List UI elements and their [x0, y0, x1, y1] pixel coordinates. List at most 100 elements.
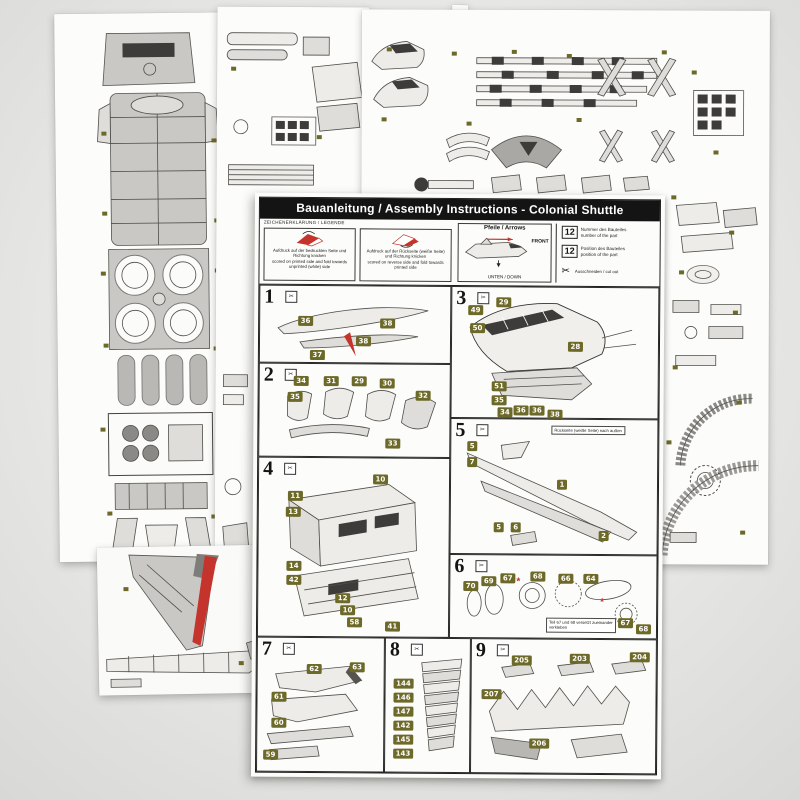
step-cut-icon: ✂	[477, 292, 490, 305]
fold-printed-text-de: Aufdruck auf der bedruckten Seite und Ri…	[272, 247, 347, 259]
part-badge: 38	[355, 336, 371, 347]
part-badge: 62	[306, 663, 322, 675]
part-badge: 5	[467, 441, 478, 452]
part-badge: 7	[467, 457, 478, 468]
part-badge: 144	[393, 678, 414, 689]
asterisk-marker: *	[600, 596, 605, 609]
part-badge: 147	[393, 706, 414, 717]
part-badge: 35	[287, 391, 303, 402]
step-1: 1 ✂ 36 38 38 37	[258, 284, 452, 364]
part-badge: 33	[385, 438, 401, 449]
legend-arrows: Pfeile / Arrows FRONT UNTEN / DOWN	[457, 222, 552, 283]
part-badge: 66	[558, 573, 574, 584]
step-cut-icon: ✂	[475, 560, 488, 573]
part-badge: 145	[393, 734, 413, 745]
step-cut-icon: ✂	[410, 643, 423, 656]
part-badge: 28	[567, 341, 583, 352]
fold-reverse-text-de: Aufdruck auf der Rückseite (weiße Seite)…	[366, 248, 445, 260]
part-badge: 1	[556, 479, 567, 490]
part-badge: 36	[529, 405, 545, 416]
part-badge: 67	[500, 573, 516, 584]
part-badge: 50	[470, 323, 485, 334]
part-badge: 49	[468, 305, 484, 316]
legend-fold-reverse: Aufdruck auf der Rückseite (weiße Seite)…	[359, 228, 452, 282]
legend-part-number: 12 Nummer des Bauteiles number of the pa…	[561, 225, 627, 239]
step-8-diagram	[421, 658, 463, 752]
step-5-note: Rückseite (weiße Seite) nach außen	[551, 425, 625, 436]
left-parts-sheet	[54, 11, 272, 563]
step-number: 1	[264, 285, 275, 308]
step-number: 5	[455, 418, 466, 442]
part-badge: 68	[635, 624, 651, 635]
legend-cutout: ✂ Ausschneiden / cut out	[561, 266, 620, 277]
part-badge: 142	[393, 720, 413, 731]
part-badge: 58	[347, 617, 362, 628]
step-9-diagram	[488, 659, 647, 761]
middle-sheet-illustration	[222, 32, 363, 552]
step-cut-icon: ✂	[496, 644, 509, 657]
instruction-sheet: Bauanleitung / Assembly Instructions - C…	[250, 192, 666, 780]
part-badge: 29	[496, 297, 512, 308]
fold-printed-text-en: scored on printed side and fold towards …	[272, 258, 348, 270]
part-badge: 63	[349, 662, 365, 673]
part-badge: 31	[323, 376, 339, 387]
part-number-label-en: number of the part	[580, 232, 618, 238]
left-sheet-illustration	[97, 32, 224, 556]
scissors-icon: ✂	[561, 265, 570, 277]
part-badge: 32	[415, 390, 431, 401]
step-number: 8	[389, 638, 400, 661]
part-badge: 203	[569, 653, 590, 664]
sheet-title: Bauanleitung / Assembly Instructions - C…	[259, 197, 660, 222]
step-cut-icon: ✂	[284, 462, 297, 475]
part-badge: 205	[511, 655, 532, 666]
part-badge: 69	[481, 576, 497, 587]
step-cut-icon: ✂	[285, 290, 298, 303]
part-position-label-en: position of the part	[580, 251, 618, 257]
part-badge: 11	[287, 490, 303, 501]
part-number-example: 12	[561, 225, 578, 239]
step-2: 2 ✂ 34 31 29 30 35 32 33	[258, 362, 451, 458]
steps-area: 1 ✂ 36 38 38 37 2 ✂ 34 31 29 30 35 32 33	[256, 284, 660, 775]
part-badge: 207	[481, 689, 502, 700]
part-badge: 6	[510, 522, 521, 533]
legend-divider	[555, 223, 557, 283]
part-badge: 60	[271, 717, 287, 728]
part-badge: 36	[298, 315, 313, 326]
right-sheet-illustration	[371, 41, 759, 556]
front-label: FRONT	[531, 238, 549, 245]
part-badge: 146	[393, 692, 414, 703]
middle-parts-sheet	[214, 6, 370, 564]
legend-caption: ZEICHENERKLÄRUNG / LEGENDE	[263, 219, 345, 226]
step-cut-icon: ✂	[476, 424, 489, 437]
part-badge: 70	[463, 581, 479, 592]
step-9: 9 ✂ 205 203 204 207 206	[469, 638, 657, 775]
shuttle-silhouette	[464, 237, 528, 268]
step-number: 9	[475, 639, 486, 662]
step-8: 8 ✂ 144 146 147 142 145 143	[383, 637, 471, 774]
fold-reverse-text-en: scored on reverse side and fold towards …	[367, 259, 444, 270]
part-badge: 34	[497, 407, 513, 418]
bottom-left-parts-sheet	[96, 544, 285, 696]
fold-reverse-icon	[391, 234, 419, 248]
step-number: 2	[263, 363, 274, 386]
asterisk-marker: *	[516, 576, 521, 588]
part-badge: 35	[491, 395, 507, 406]
part-badge: 29	[351, 376, 367, 387]
part-badge: 61	[271, 691, 287, 702]
part-badge: 42	[286, 574, 302, 585]
part-badge: 30	[379, 378, 395, 389]
part-badge: 68	[530, 571, 546, 582]
cutout-label: Ausschneiden / cut out	[574, 268, 619, 274]
step-number: 7	[261, 637, 272, 660]
step-5: 5 ✂ Rückseite (weiße Seite) nach außen 5…	[449, 417, 659, 556]
title-text: Bauanleitung / Assembly Instructions - C…	[296, 200, 624, 218]
part-badge: 64	[583, 573, 599, 584]
part-badge: 13	[285, 506, 301, 517]
step-3: 3 ✂ 49 29 50 28 51 35 34 36 36 38	[450, 285, 660, 420]
step-4: 4 ✂ 10 11 13 14 42 12 10 58 41	[256, 456, 451, 638]
step-6-note: Teil 67 und 68 versetzt zueinander verkl…	[545, 617, 617, 633]
legend: ZEICHENERKLÄRUNG / LEGENDE Aufdruck auf …	[259, 218, 660, 288]
part-badge: 5	[493, 522, 504, 533]
step-3-diagram	[469, 303, 637, 401]
